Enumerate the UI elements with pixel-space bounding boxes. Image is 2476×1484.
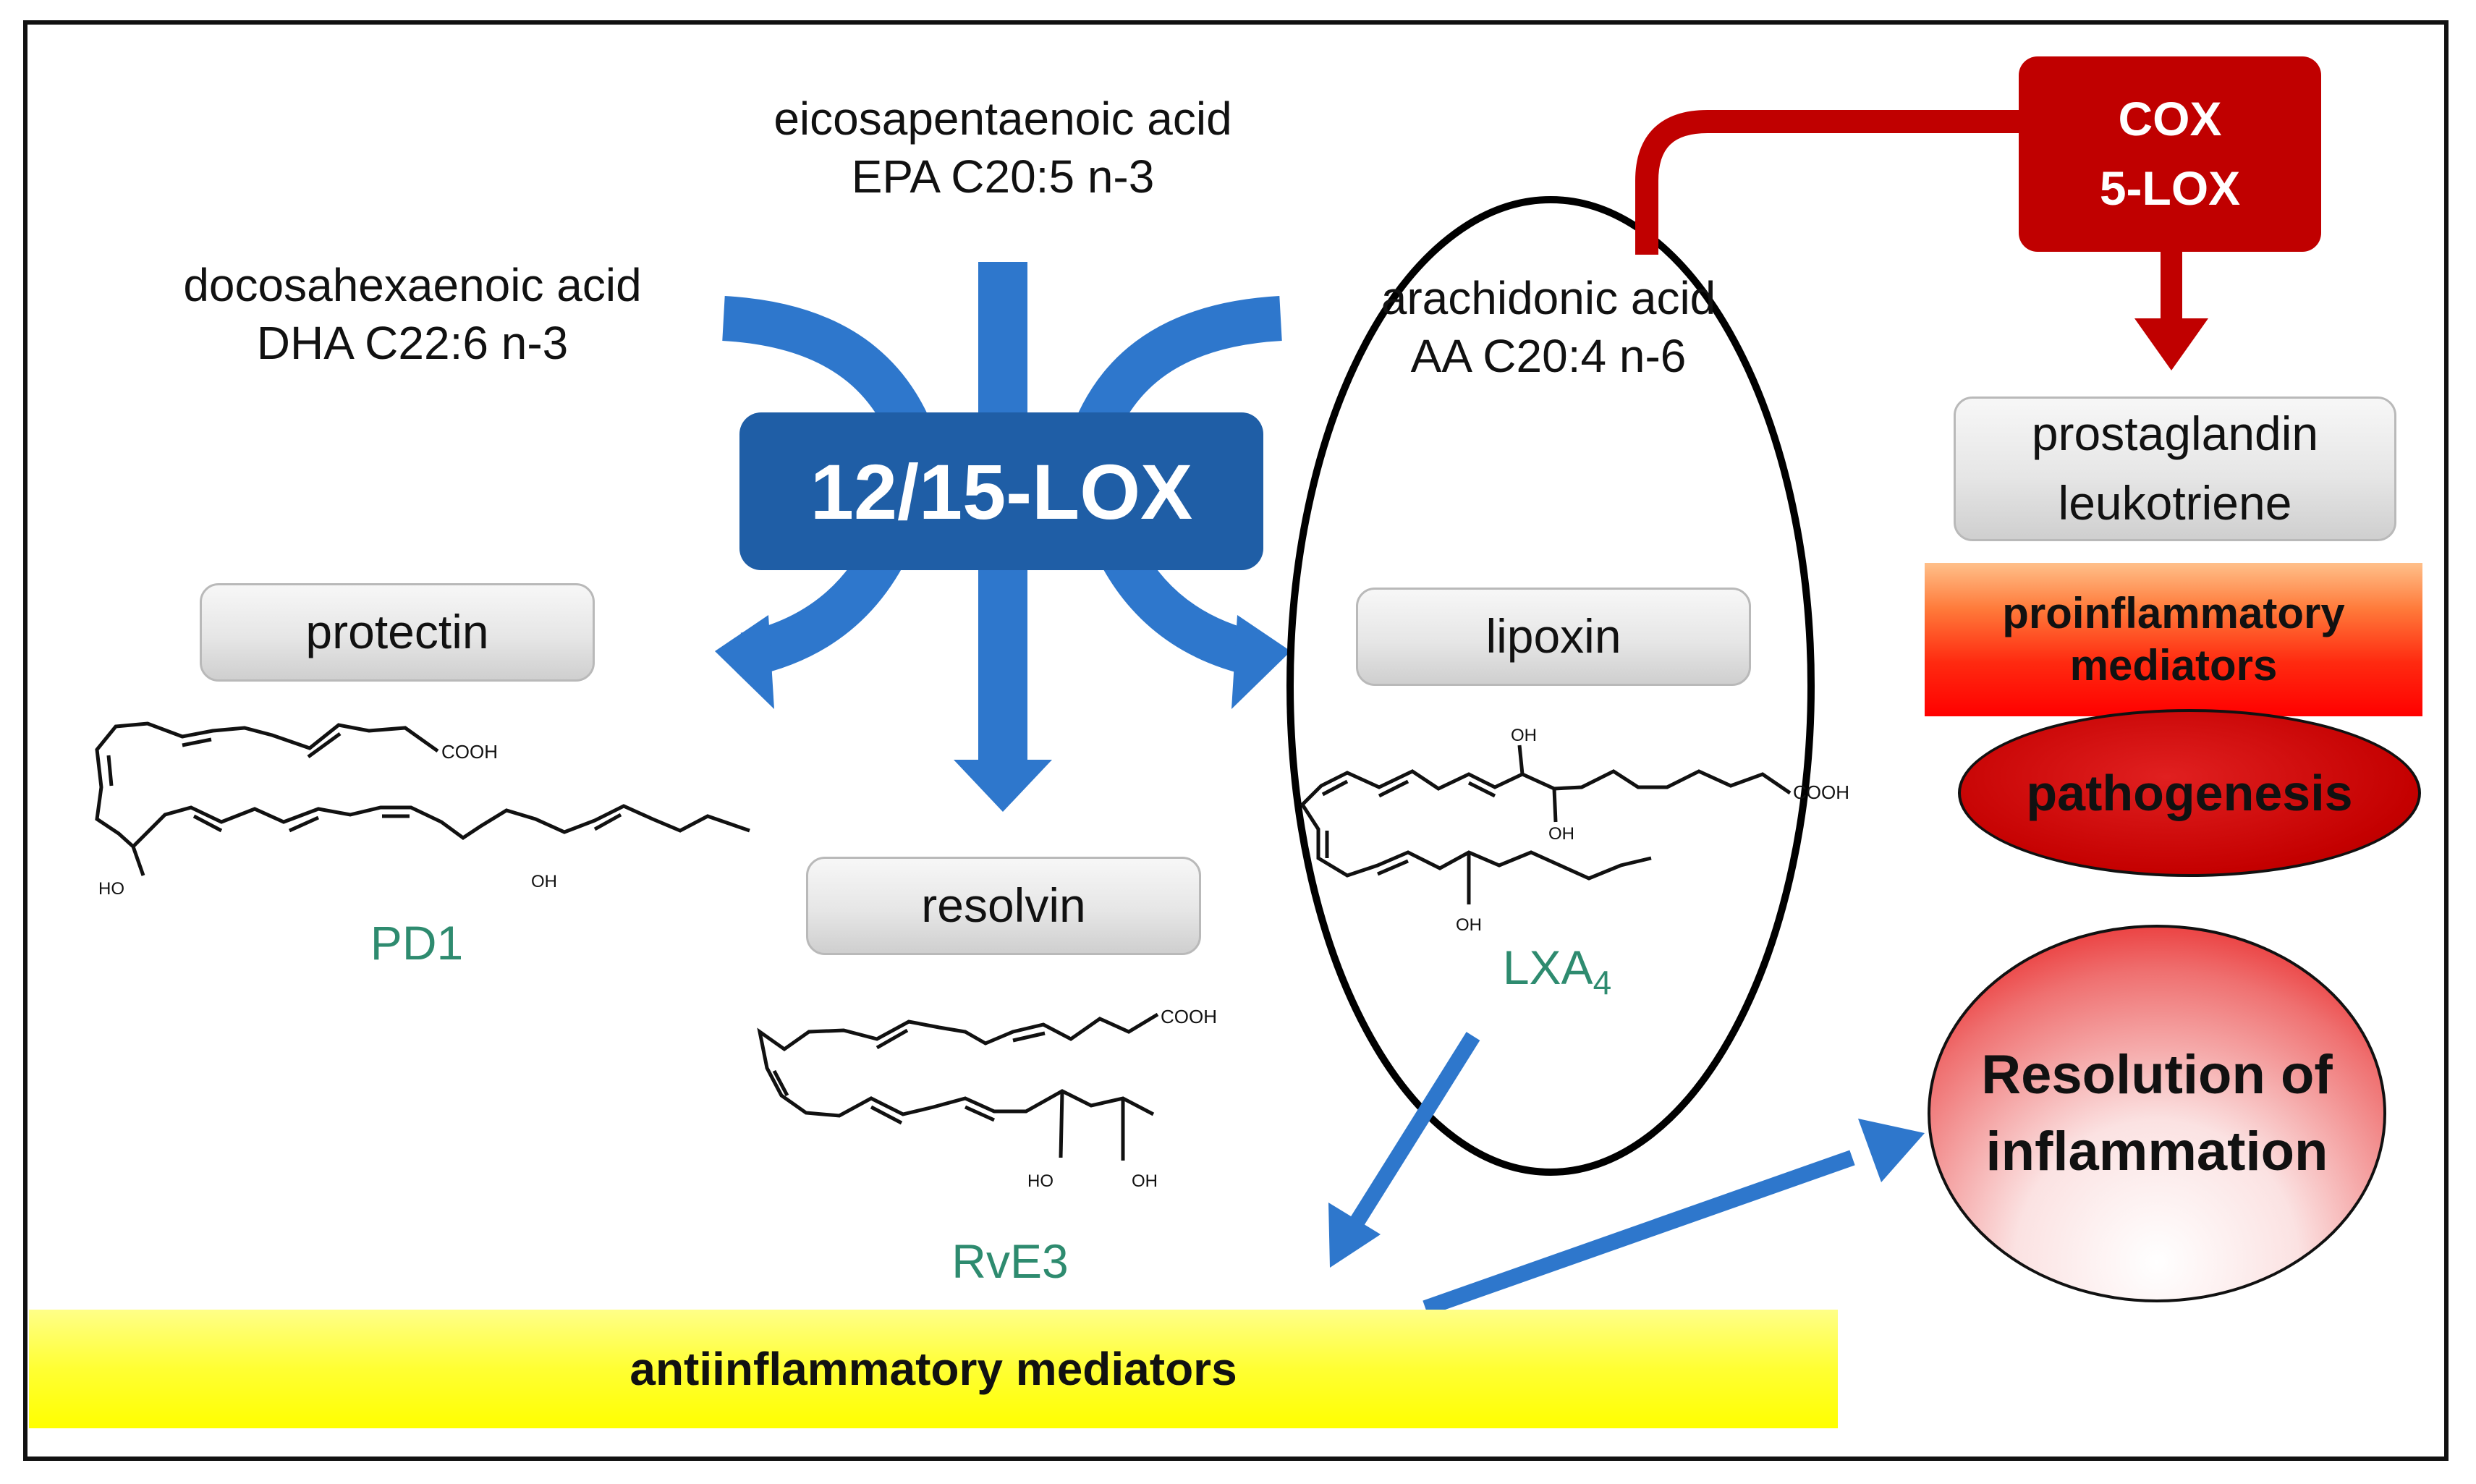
lipoxin-label: lipoxin bbox=[1485, 609, 1621, 663]
rve3-oh-label: OH bbox=[1132, 1171, 1158, 1191]
outer-frame bbox=[23, 20, 2449, 1461]
rve3-name: RvE3 bbox=[951, 1234, 1069, 1288]
lxa4-oh-top-label: OH bbox=[1511, 726, 1537, 745]
lxa4-oh-bottom-label: OH bbox=[1456, 915, 1482, 935]
resolvin-box: resolvin bbox=[806, 857, 1201, 955]
proinflammatory-label: proinflammatory bbox=[2002, 589, 2345, 637]
resolvin-label: resolvin bbox=[921, 878, 1086, 933]
pd1-ho-label: HO bbox=[98, 879, 124, 899]
aa-to-cox-connector bbox=[1635, 110, 2026, 255]
proinflammatory-mediators-label: mediators bbox=[2069, 641, 2278, 690]
aa-name: arachidonic acid bbox=[1381, 272, 1716, 324]
aa-formula: AA C20:4 n-6 bbox=[1410, 330, 1687, 382]
lxa4-base: LXA bbox=[1502, 941, 1593, 994]
resolution-label-line2: inflammation bbox=[1985, 1121, 2328, 1182]
rve3-structure bbox=[757, 1012, 1159, 1161]
lxa4-labels: COOH OH OH OH bbox=[1456, 726, 1849, 935]
pd1-structure bbox=[95, 721, 750, 876]
lxa4-structure bbox=[1300, 745, 1792, 904]
pathogenesis-label: pathogenesis bbox=[2026, 765, 2353, 821]
pd1-name: PD1 bbox=[370, 916, 464, 970]
dha-formula: DHA C22:6 n-3 bbox=[256, 317, 569, 369]
5-lox-label: 5-LOX bbox=[2099, 161, 2241, 215]
rve3-labels: COOH HO OH bbox=[1027, 1006, 1217, 1191]
cox-enzyme-box: COX 5-LOX bbox=[2019, 56, 2321, 252]
rve3-ho-label: HO bbox=[1027, 1171, 1053, 1191]
pd1-labels: COOH HO OH bbox=[98, 741, 557, 899]
resolution-circle: Resolution of inflammation bbox=[1928, 925, 2386, 1302]
protectin-box: protectin bbox=[200, 583, 595, 682]
lxa4-oh-mid-label: OH bbox=[1548, 824, 1574, 844]
lxa4-subscript: 4 bbox=[1593, 964, 1612, 1001]
prostaglandin-leukotriene-box: prostaglandin leukotriene bbox=[1954, 397, 2396, 541]
resolution-arrowhead bbox=[1858, 1119, 1925, 1182]
protectin-arrowhead bbox=[715, 615, 774, 709]
dha-label: docosahexaenoic acid DHA C22:6 n-3 bbox=[101, 256, 724, 372]
antiinflammatory-to-resolution-arrow bbox=[1423, 1150, 1855, 1316]
resolvin-arrowhead bbox=[954, 760, 1052, 812]
cox-down-shaft bbox=[2161, 250, 2182, 330]
lox-enzyme-box: 12/15-LOX bbox=[739, 412, 1263, 570]
cox-down-arrowhead bbox=[2134, 318, 2208, 370]
lipoxin-arrowhead bbox=[1231, 615, 1291, 709]
epa-formula: EPA C20:5 n-3 bbox=[851, 150, 1155, 203]
lxa4-name: LXA4 bbox=[1485, 938, 1629, 1004]
pathogenesis-ellipse: pathogenesis bbox=[1958, 709, 2421, 877]
pd1-cooh-label: COOH bbox=[441, 741, 498, 763]
resolution-label-line1: Resolution of bbox=[1981, 1043, 2333, 1106]
lipoxin-arrowhead-down bbox=[1328, 1203, 1381, 1268]
lipoxin-box: lipoxin bbox=[1356, 588, 1751, 686]
pd1-oh-label: OH bbox=[531, 872, 557, 891]
arachidonic-acid-ellipse bbox=[1286, 196, 1815, 1176]
antiinflammatory-label: antiinflammatory mediators bbox=[629, 1343, 1237, 1395]
lox-enzyme-label: 12/15-LOX bbox=[810, 447, 1193, 535]
rve3-cooh-label: COOH bbox=[1161, 1006, 1217, 1027]
dha-name: docosahexaenoic acid bbox=[183, 259, 642, 311]
lxa4-cooh-label: COOH bbox=[1793, 781, 1849, 803]
prostaglandin-label: prostaglandin bbox=[2031, 407, 2319, 461]
protectin-label: protectin bbox=[305, 605, 489, 659]
antiinflammatory-bar: antiinflammatory mediators bbox=[29, 1310, 1838, 1428]
leukotriene-label: leukotriene bbox=[2058, 476, 2292, 530]
cox-label: COX bbox=[2118, 92, 2222, 146]
lipoxin-to-antiinflammatory-arrow bbox=[1340, 1032, 1480, 1242]
epa-name: eicosapentaenoic acid bbox=[773, 93, 1232, 145]
epa-label: eicosapentaenoic acid EPA C20:5 n-3 bbox=[684, 90, 1321, 205]
aa-label: arachidonic acid AA C20:4 n-6 bbox=[1317, 269, 1780, 385]
proinflammatory-mediators-box: proinflammatory mediators bbox=[1925, 563, 2422, 716]
